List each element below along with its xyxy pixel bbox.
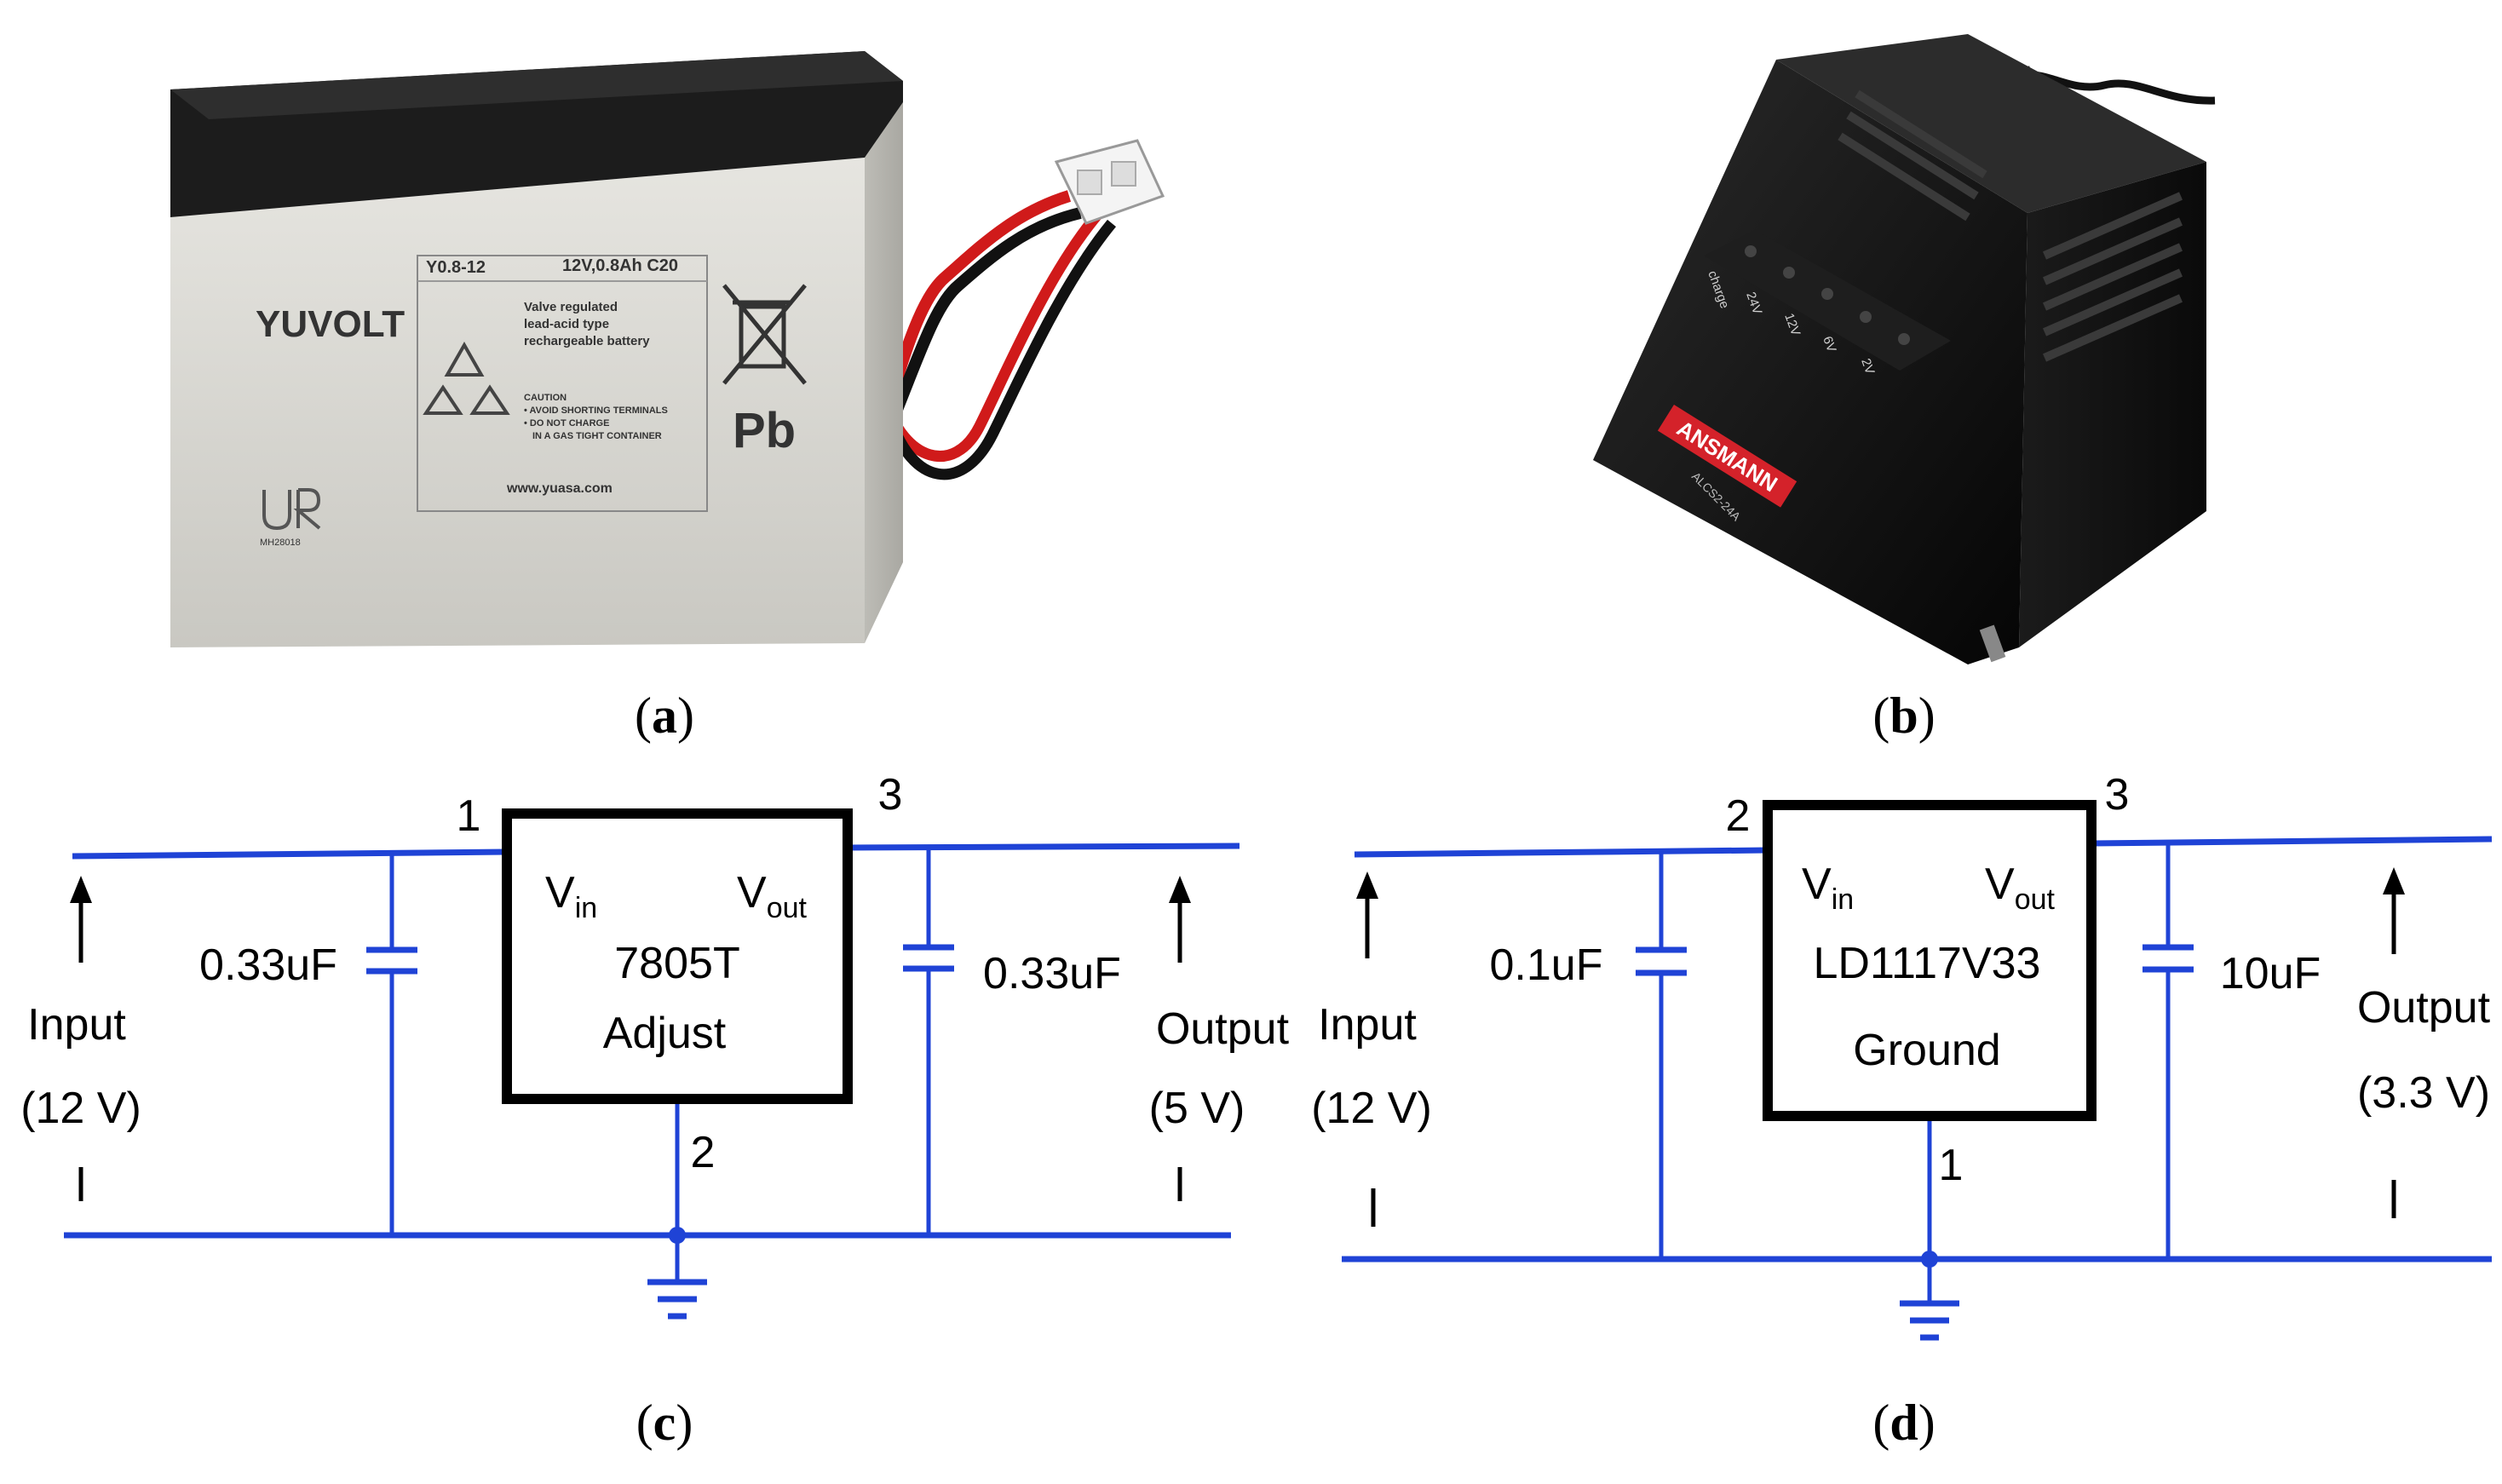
panel-d-circuit: Vin Vout LD1117V33 Ground 2 3 1 0.1uF 10… <box>1311 770 2493 1341</box>
battery-cert: MH28018 <box>260 538 301 548</box>
battery-desc-2: lead-acid type <box>524 317 609 331</box>
battery-model: Y0.8-12 <box>426 258 486 277</box>
c-pin-bottom: 2 <box>691 1128 716 1177</box>
charger-body <box>1593 60 2027 664</box>
d-part-number: LD1117V33 <box>1814 939 2041 988</box>
battery-body <box>170 158 865 647</box>
c-output-capacitor <box>903 848 954 1235</box>
battery-url: www.yuasa.com <box>506 481 613 496</box>
c-pin-right: 3 <box>878 770 903 820</box>
panel-c-circuit: Vin Vout 7805T Adjust 1 3 2 0.33uF 0.33u… <box>20 770 1290 1320</box>
c-output-voltage: (5 V) <box>1149 1084 1245 1133</box>
d-output-label: Output <box>2357 983 2491 1032</box>
c-pin-left: 1 <box>457 791 481 841</box>
panel-a-battery-photo: YUVOLT Y0.8-12 12V,0.8Ah C20 Valve regul… <box>170 51 1165 647</box>
c-adjust-label: Adjust <box>603 1009 727 1058</box>
c-vout-label: Vout <box>737 868 808 924</box>
d-cap-in-value: 0.1uF <box>1490 940 1603 990</box>
battery-rating: 12V,0.8Ah C20 <box>562 256 678 275</box>
battery-desc-3: rechargeable battery <box>524 334 650 348</box>
caption-a: (a) <box>635 687 694 744</box>
battery-caution-3: IN A GAS TIGHT CONTAINER <box>532 431 662 441</box>
c-part-number: 7805T <box>614 939 739 988</box>
c-vin-label: Vin <box>545 868 597 924</box>
c-output-label: Output <box>1156 1004 1290 1054</box>
led-label-3: 6V <box>1820 335 1838 354</box>
battery-desc-1: Valve regulated <box>524 300 618 314</box>
battery-caution-2: • DO NOT CHARGE <box>524 418 609 429</box>
charger-leds <box>1745 245 1910 345</box>
c-input-voltage: (12 V) <box>20 1084 141 1133</box>
charger-vents <box>1838 89 2183 362</box>
led-label-4: 2V <box>1858 357 1877 377</box>
d-input-rail <box>1354 847 1769 858</box>
d-input-voltage: (12 V) <box>1311 1084 1432 1133</box>
c-input-arrow <box>70 876 92 1201</box>
d-regulator-ld1117v33 <box>1763 800 2097 1121</box>
d-input-label: Input <box>1318 1000 1417 1050</box>
crossed-bin-icon <box>722 284 807 385</box>
d-output-capacitor <box>2143 843 2194 1259</box>
d-input-capacitor <box>1636 854 1687 1259</box>
d-cap-out-value: 10uF <box>2220 949 2321 998</box>
recycle-icon <box>423 341 510 415</box>
c-ground-icon <box>647 1235 707 1320</box>
caption-d: (d) <box>1872 1395 1935 1451</box>
battery-caution-1: • AVOID SHORTING TERMINALS <box>524 406 668 416</box>
d-output-rail <box>2091 836 2493 847</box>
d-vin-label: Vin <box>1802 860 1854 916</box>
panel-b-charger-photo: charge 24V 12V 6V 2V ANSMANN ALCS2-24A <box>1593 34 2216 664</box>
battery-caution-title: CAUTION <box>524 393 567 403</box>
d-vout-label: Vout <box>1985 860 2056 916</box>
d-output-arrow <box>2383 867 2405 1218</box>
battery-connector <box>1054 139 1165 225</box>
c-input-rail <box>72 848 508 860</box>
c-cap-in-value: 0.33uF <box>199 940 337 990</box>
d-output-voltage: (3.3 V) <box>2357 1068 2490 1118</box>
c-output-rail <box>847 843 1240 851</box>
c-input-label: Input <box>27 1000 126 1050</box>
d-ground-icon <box>1900 1259 1959 1341</box>
battery-side <box>865 102 903 643</box>
d-input-arrow <box>1356 871 1378 1227</box>
c-cap-out-value: 0.33uF <box>983 949 1121 998</box>
ur-mark-icon <box>262 488 321 531</box>
caption-b: (b) <box>1872 687 1935 744</box>
c-output-arrow <box>1169 876 1191 1201</box>
caption-c: (c) <box>636 1395 693 1451</box>
d-pin-bottom: 1 <box>1939 1141 1964 1190</box>
c-input-capacitor <box>366 854 417 1235</box>
d-pin-right: 3 <box>2105 770 2130 820</box>
c-regulator-7805t <box>502 808 853 1104</box>
battery-brand: YUVOLT <box>256 303 405 345</box>
battery-chemistry: Pb <box>733 403 796 458</box>
d-pin-left: 2 <box>1726 791 1751 841</box>
d-ground-label: Ground <box>1853 1026 2000 1075</box>
